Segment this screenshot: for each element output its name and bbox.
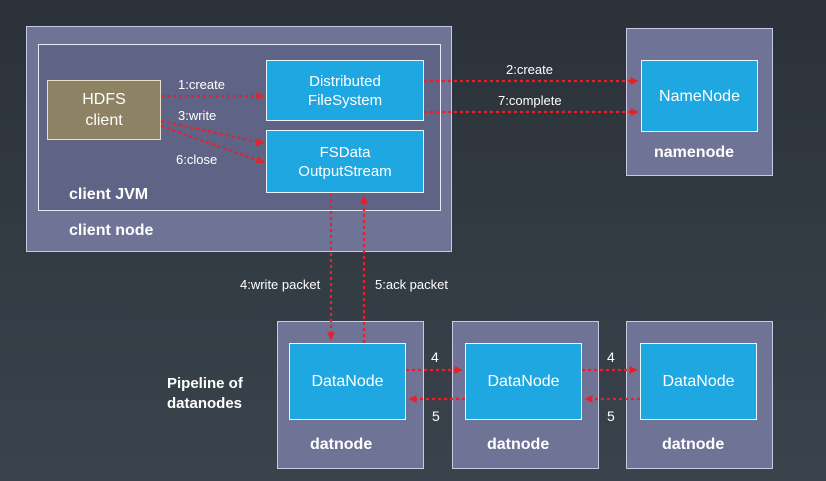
distributed-filesystem-box: Distributed FileSystem — [266, 60, 424, 121]
arrow-close-client — [160, 124, 265, 164]
hdfs-client-label: HDFS client — [82, 91, 126, 129]
hdfs-client-box: HDFS client — [47, 80, 161, 140]
step-ack-packet-label: 5:ack packet — [375, 277, 448, 292]
datanode-host-label-3: datnode — [662, 436, 725, 453]
client-jvm-label: client JVM — [69, 186, 149, 203]
datanode-box-3: DataNode — [640, 343, 757, 420]
step-complete-namenode-label: 7:complete — [498, 93, 562, 108]
step-forward-1-label: 4 — [431, 349, 439, 365]
fsdata-outputstream-box: FSData OutputStream — [266, 130, 424, 193]
namenode-box-label: NameNode — [659, 87, 740, 105]
datanode-host-label-2: datnode — [487, 436, 550, 453]
arrow-write-client — [160, 119, 265, 146]
namenode-box: NameNode — [641, 60, 758, 132]
datanode-box-label-1: DataNode — [311, 373, 384, 390]
step-create-client-label: 1:create — [178, 77, 225, 92]
client-node-label: client node — [69, 222, 154, 239]
distributed-filesystem-label: Distributed FileSystem — [307, 72, 383, 109]
datanode-box-1: DataNode — [289, 343, 406, 420]
datanode-box-label-3: DataNode — [662, 373, 735, 390]
fsdata-outputstream-label: FSData OutputStream — [298, 143, 392, 180]
step-write-packet-label: 4:write packet — [240, 277, 321, 292]
step-create-namenode-label: 2:create — [506, 62, 553, 77]
namenode-host-label: namenode — [654, 144, 735, 161]
pipeline-label: Pipeline of datanodes — [167, 375, 243, 412]
step-close-client-label: 6:close — [176, 152, 218, 167]
step-forward-2-label: 4 — [607, 349, 615, 365]
step-ack-1-label: 5 — [432, 408, 440, 424]
step-write-client-label: 3:write — [178, 108, 217, 123]
datanode-box-label-2: DataNode — [487, 373, 560, 390]
datanode-box-2: DataNode — [465, 343, 582, 420]
step-ack-2-label: 5 — [607, 408, 615, 424]
datanode-host-label-1: datnode — [310, 436, 373, 453]
